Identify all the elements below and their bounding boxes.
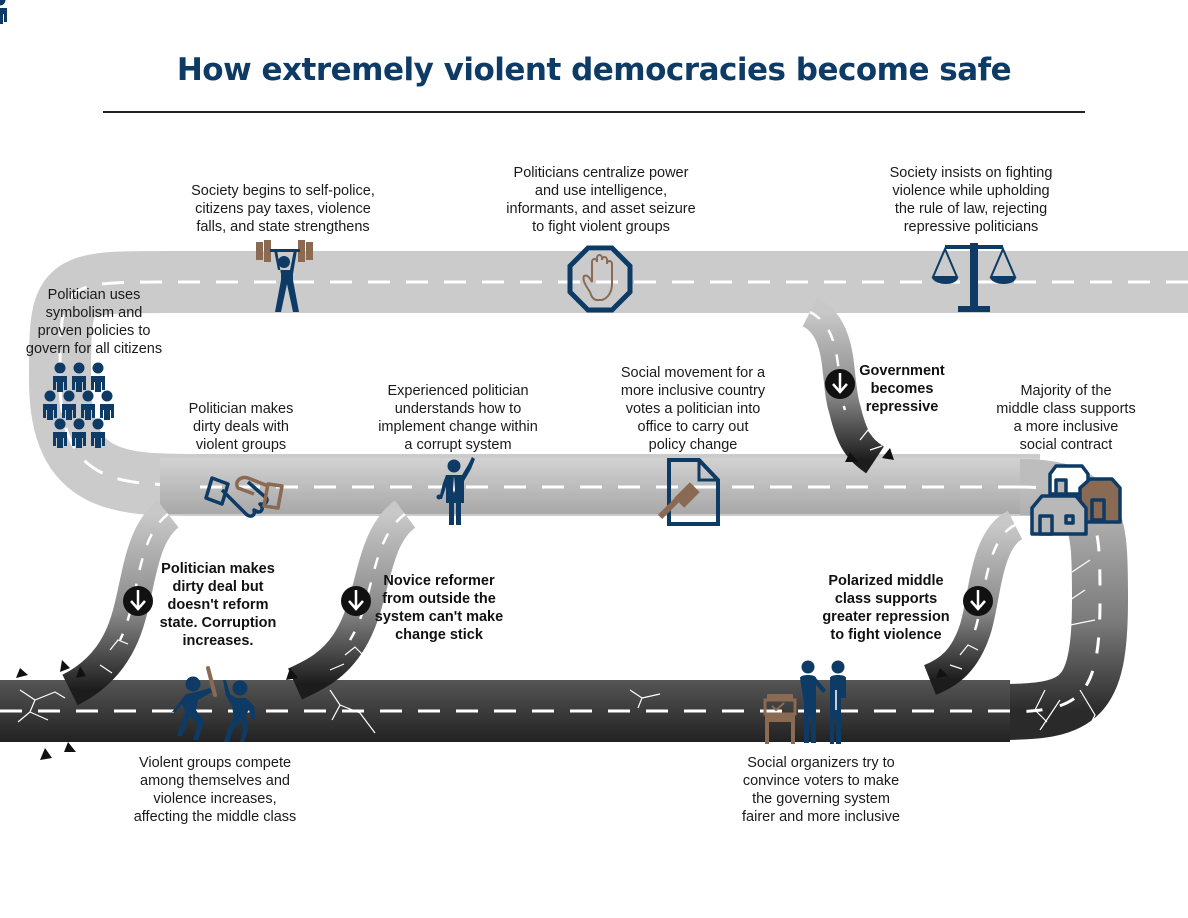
crowd-icon (0, 0, 114, 448)
decline-ramp-1 (62, 500, 180, 706)
decline-ramp-4 (923, 510, 1024, 695)
step-label-bottom-1: Violent groups compete among themselves … (133, 755, 297, 825)
handshake-icon (204, 475, 284, 518)
debris (16, 448, 948, 760)
weightlifter-icon (256, 240, 313, 312)
down-arrow-icon (341, 586, 371, 616)
step-label-middle-1: Politician makes dirty deals with violen… (188, 401, 294, 453)
step-label-middle-4: Majority of the middle class supports a … (996, 383, 1136, 453)
decline-ramp-3 (801, 297, 885, 474)
middle-road (160, 458, 1040, 514)
decline-ramp-2 (287, 500, 417, 700)
fighting-people-icon (172, 666, 256, 742)
step-label-top-3: Society insists on fighting violence whi… (889, 165, 1053, 235)
scales-of-justice-icon (931, 243, 1017, 312)
step-label-top-1: Society begins to self-police, citizens … (191, 183, 375, 235)
step-label-middle-3: Social movement for a more inclusive cou… (620, 365, 766, 453)
decline-label-1: Politician makes dirty deal but doesn't … (159, 561, 277, 649)
houses-icon (1030, 464, 1122, 536)
down-arrow-icon (123, 586, 153, 616)
step-label-top-2: Politicians centralize power and use int… (506, 165, 696, 235)
document-gavel-icon (657, 458, 720, 526)
down-arrow-icon (825, 369, 855, 399)
bottom-road (0, 680, 1010, 742)
politician-raising-hand-icon (436, 457, 475, 525)
ballot-box-people-icon (763, 660, 846, 744)
down-arrow-icon (963, 586, 993, 616)
decline-label-4: Polarized middle class supports greater … (822, 573, 950, 643)
page-title: How extremely violent democracies become… (176, 52, 1012, 88)
road-cracks (17, 429, 1096, 736)
step-label-bottom-2: Social organizers try to convince voters… (742, 755, 900, 825)
title-divider (103, 111, 1085, 113)
step-label-top-left-curve: Politician uses symbolism and proven pol… (25, 287, 163, 357)
decline-label-3: Government becomes repressive (859, 363, 945, 415)
step-label-middle-2: Experienced politician understands how t… (378, 383, 538, 453)
decline-label-2: Novice reformer from outside the system … (374, 573, 504, 643)
stop-hand-icon (567, 245, 633, 313)
